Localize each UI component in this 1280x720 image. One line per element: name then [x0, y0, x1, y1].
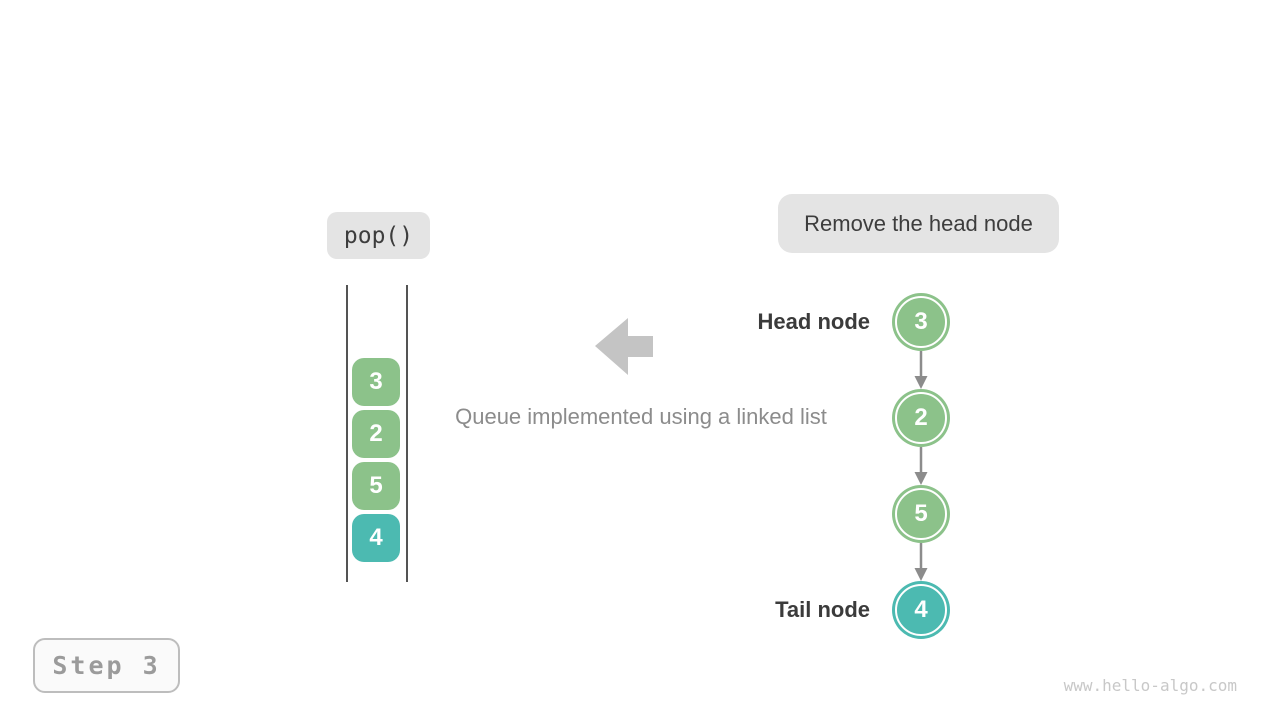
queue-item: 4	[352, 514, 400, 562]
queue-item-value: 4	[369, 524, 383, 551]
list-node-value: 5	[914, 500, 928, 527]
queue-item-value: 5	[369, 472, 383, 499]
operation-label: pop()	[327, 212, 430, 259]
arrow-down-icon	[914, 351, 928, 389]
queue-left-wall	[346, 285, 348, 582]
list-node-value: 4	[914, 596, 928, 623]
queue-right-wall	[406, 285, 408, 582]
step-badge: Step 3	[33, 638, 180, 693]
arrow-down-icon	[914, 543, 928, 581]
arrow-down-icon	[914, 447, 928, 485]
tail-node-label: Tail node	[775, 597, 870, 622]
caption: Queue implemented using a linked list	[455, 404, 827, 429]
queue-item: 5	[352, 462, 400, 510]
annotation-label: Remove the head node	[778, 194, 1059, 253]
list-node: 2	[892, 389, 950, 447]
head-node-label: Head node	[757, 309, 870, 334]
list-node: 4	[892, 581, 950, 639]
list-node-value: 2	[914, 404, 928, 431]
queue-item: 3	[352, 358, 400, 406]
list-node: 5	[892, 485, 950, 543]
list-node: 3	[892, 293, 950, 351]
queue-item-value: 2	[369, 420, 383, 447]
queue-item-value: 3	[369, 368, 383, 395]
watermark: www.hello-algo.com	[1063, 676, 1237, 695]
list-node-value: 3	[914, 308, 928, 335]
block-arrow-left-icon	[595, 318, 653, 375]
queue-item: 2	[352, 410, 400, 458]
